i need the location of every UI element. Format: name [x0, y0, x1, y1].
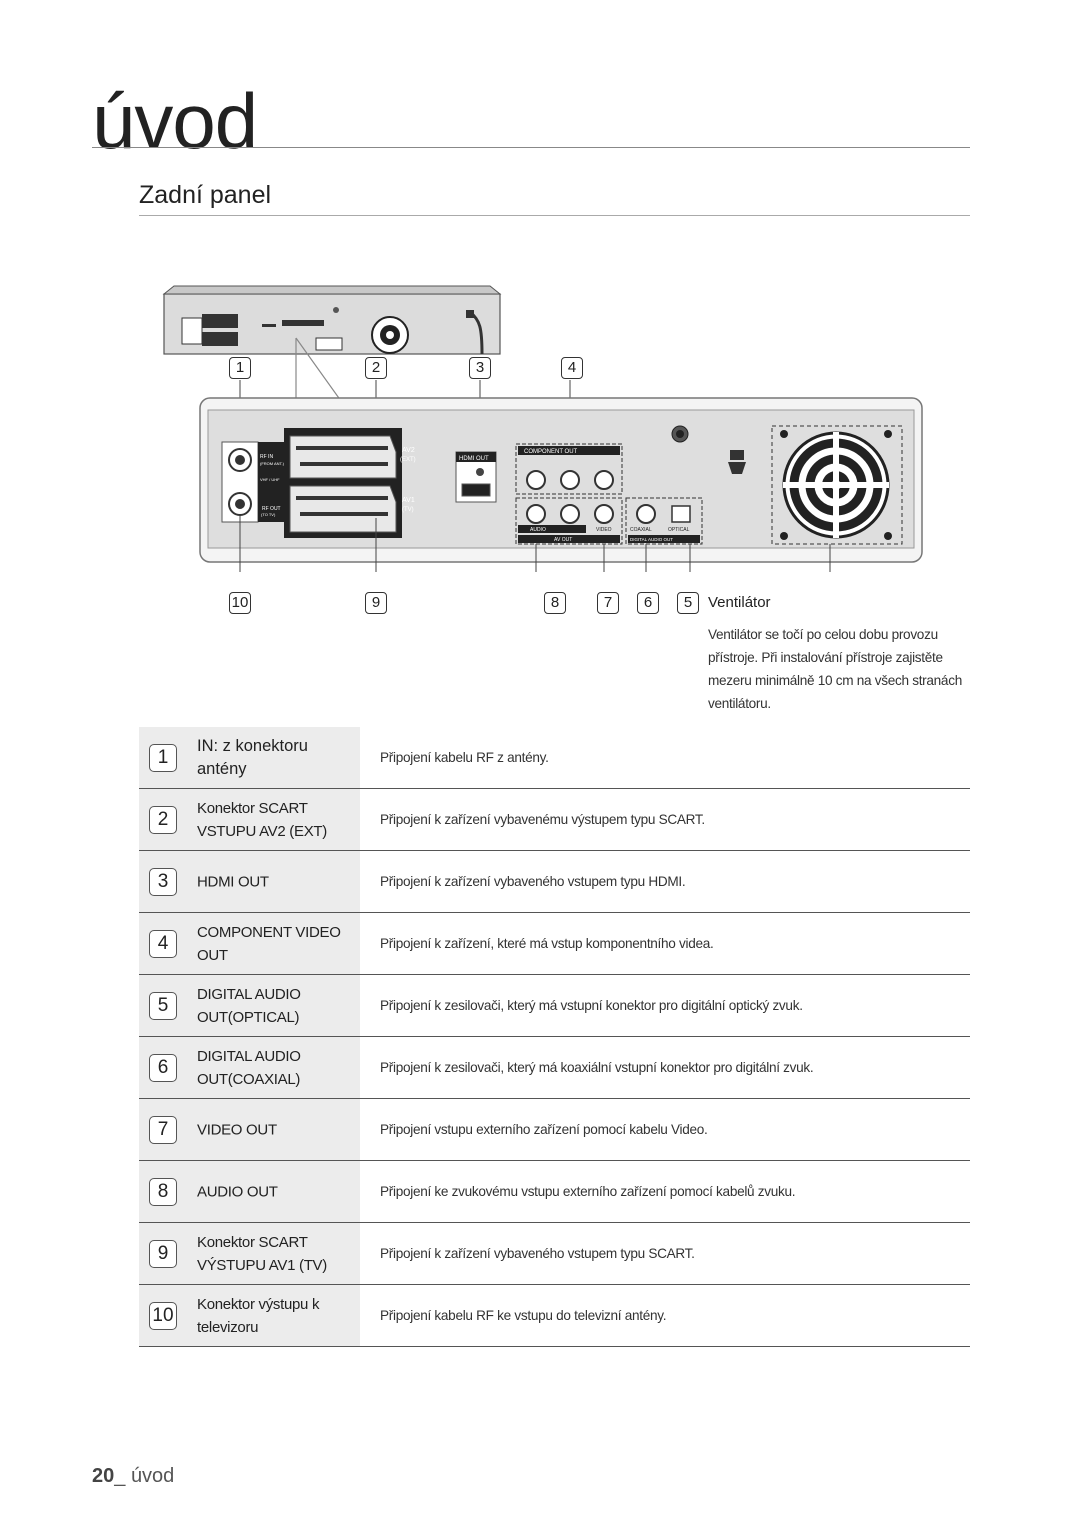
connector-name: Konektor SCART VÝSTUPU AV1 (TV) [197, 1233, 327, 1274]
table-row: 3 HDMI OUT Připojení k zařízení vybavené… [139, 851, 970, 913]
callout-6: 6 [637, 592, 659, 614]
table-row: 8 AUDIO OUT Připojení ke zvukovému vstup… [139, 1161, 970, 1223]
footer-section: úvod [130, 1465, 175, 1487]
chapter-title: úvod [92, 77, 258, 165]
callout-5: 5 [677, 592, 699, 614]
row-number-badge: 4 [149, 930, 177, 958]
av1-label: AV1 [402, 497, 415, 504]
chapter-rule [92, 147, 970, 148]
connector-table: 1 IN: z konektoru antény Připojení kabel… [139, 727, 970, 1347]
row-number-badge: 9 [149, 1240, 177, 1268]
connector-name: AUDIO OUT [197, 1183, 278, 1200]
av2-label: AV2 [402, 447, 415, 454]
component-out-label: COMPONENT OUT [524, 449, 578, 455]
connector-name: COMPONENT VIDEO OUT [197, 923, 341, 964]
connector-description: Připojení k zesilovači, který má koaxiál… [380, 1060, 814, 1075]
device-overview [162, 285, 502, 355]
connector-name: VIDEO OUT [197, 1121, 277, 1138]
row-number-badge: 10 [149, 1302, 177, 1330]
callout-9: 9 [365, 592, 387, 614]
av-out-label: AV OUT [554, 537, 572, 543]
row-number-badge: 1 [149, 744, 177, 772]
table-row: 4 COMPONENT VIDEO OUT Připojení k zaříze… [139, 913, 970, 975]
row-number-badge: 3 [149, 868, 177, 896]
rf-in-label: RF IN [260, 454, 273, 460]
connector-name: IN: z konektoru antény [197, 736, 308, 778]
row-number-badge: 6 [149, 1054, 177, 1082]
connector-name: Konektor SCART VSTUPU AV2 (EXT) [197, 799, 327, 840]
connector-name: DIGITAL AUDIO OUT(COAXIAL) [197, 1047, 301, 1088]
row-number-badge: 5 [149, 992, 177, 1020]
connector-name: DIGITAL AUDIO OUT(OPTICAL) [197, 985, 301, 1026]
ext-label: (EXT) [400, 457, 416, 463]
table-row: 9 Konektor SCART VÝSTUPU AV1 (TV) Připoj… [139, 1223, 970, 1285]
row-number-badge: 8 [149, 1178, 177, 1206]
connector-name: HDMI OUT [197, 873, 269, 890]
audio-label: AUDIO [530, 527, 546, 533]
callout-8: 8 [544, 592, 566, 614]
table-row: 2 Konektor SCART VSTUPU AV2 (EXT) Připoj… [139, 789, 970, 851]
connector-description: Připojení k zařízení vybaveného vstupem … [380, 1246, 695, 1261]
table-row: 1 IN: z konektoru antény Připojení kabel… [139, 727, 970, 789]
connector-description: Připojení k zařízení, které má vstup kom… [380, 936, 714, 951]
fan-label: Ventilátor [708, 594, 771, 611]
connector-description: Připojení kabelu RF z antény. [380, 750, 549, 765]
connector-description: Připojení ke zvukovému vstupu externího … [380, 1184, 796, 1199]
coaxial-label: COAXIAL [630, 527, 652, 533]
callout-3: 3 [469, 357, 491, 379]
fan-description: Ventilátor se točí po celou dobu provozu… [708, 627, 962, 711]
connector-description: Připojení kabelu RF ke vstupu do televiz… [380, 1308, 667, 1323]
digital-audio-out-label: DIGITAL AUDIO OUT [630, 537, 673, 542]
rf-out-label: RF OUT [262, 506, 281, 512]
from-ant-label: (FROM ANT.) [260, 461, 285, 466]
tv-label: (TV) [402, 507, 414, 513]
panel-magnified: RF IN (FROM ANT.) VHF / UHF RF OUT (TO T… [199, 397, 923, 563]
section-title: Zadní panel [139, 181, 272, 209]
callout-1: 1 [229, 357, 251, 379]
footer-separator: _ [114, 1465, 126, 1487]
page-number: 20 [92, 1465, 115, 1487]
connector-description: Připojení k zesilovači, který má vstupní… [380, 998, 803, 1013]
connector-description: Připojení vstupu externího zařízení pomo… [380, 1122, 708, 1137]
table-row: 5 DIGITAL AUDIO OUT(OPTICAL) Připojení k… [139, 975, 970, 1037]
optical-label: OPTICAL [668, 527, 690, 533]
callout-4: 4 [561, 357, 583, 379]
table-row: 6 DIGITAL AUDIO OUT(COAXIAL) Připojení k… [139, 1037, 970, 1099]
callout-10: 10 [229, 592, 251, 614]
callout-2: 2 [365, 357, 387, 379]
row-number-badge: 2 [149, 806, 177, 834]
section-rule [139, 215, 970, 216]
connector-description: Připojení k zařízení vybaveného vstupem … [380, 874, 686, 889]
vhf-uhf-label: VHF / UHF [260, 477, 280, 482]
page-footer: 20_ úvod [92, 1465, 174, 1488]
to-tv-label: (TO TV) [261, 512, 276, 517]
row-number-badge: 7 [149, 1116, 177, 1144]
table-row: 7 VIDEO OUT Připojení vstupu externího z… [139, 1099, 970, 1161]
table-row: 10 Konektor výstupu k televizoru Připoje… [139, 1285, 970, 1347]
callout-7: 7 [597, 592, 619, 614]
video-label: VIDEO [596, 527, 612, 533]
connector-name: Konektor výstupu k televizoru [197, 1295, 320, 1336]
rear-panel-diagram: RF IN (FROM ANT.) VHF / UHF RF OUT (TO T… [162, 285, 923, 572]
connector-description: Připojení k zařízení vybavenému výstupem… [380, 812, 705, 827]
hdmi-out-label: HDMI OUT [459, 456, 489, 462]
